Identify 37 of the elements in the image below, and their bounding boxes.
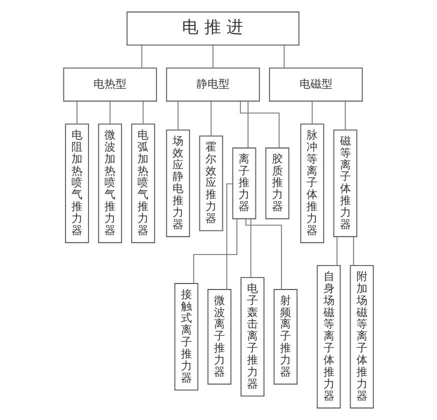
connector <box>336 236 338 266</box>
node-box: 微波加热喷气推力器 <box>98 124 122 244</box>
node-box: 静电型 <box>166 68 260 102</box>
connector <box>353 236 354 266</box>
connector <box>193 218 238 284</box>
node-box: 电阻加热喷气推力器 <box>65 124 89 244</box>
connector <box>210 100 212 136</box>
connector <box>110 100 111 124</box>
node-box: 电 推 进 <box>126 12 300 46</box>
node-box: 射频离子推力器 <box>274 289 298 385</box>
node-box: 电热型 <box>63 68 157 102</box>
connector <box>141 44 142 68</box>
connector <box>240 100 280 148</box>
node-box: 离子推力器 <box>232 148 256 220</box>
connector <box>284 44 285 68</box>
node-box: 磁等离子体推力器 <box>333 130 358 238</box>
node-box: 脉冲等离子体推力器 <box>300 124 324 244</box>
node-box: 电子轰击离子推力器 <box>240 277 264 397</box>
node-box: 自身场磁等离子体推力器 <box>316 265 341 408</box>
node-box: 胶质推力器 <box>265 148 290 220</box>
connector <box>178 100 179 130</box>
node-box: 场效应静电推力器 <box>166 130 190 238</box>
node-box: 电磁型 <box>269 68 363 102</box>
node-box: 微波离子推力器 <box>207 289 232 385</box>
connector <box>248 100 249 148</box>
connector <box>226 183 234 290</box>
connector <box>344 100 346 130</box>
connector <box>245 218 282 290</box>
node-box: 附加场磁等离子体推力器 <box>350 265 374 408</box>
connector <box>250 218 252 278</box>
node-box: 接触式离子推力器 <box>174 283 198 391</box>
node-box: 电弧加热喷气推力器 <box>131 124 156 244</box>
connector <box>76 100 78 124</box>
connector <box>142 100 144 124</box>
connector <box>312 100 313 124</box>
node-box: 霍尔效应推力器 <box>199 136 224 232</box>
connector <box>212 44 214 68</box>
